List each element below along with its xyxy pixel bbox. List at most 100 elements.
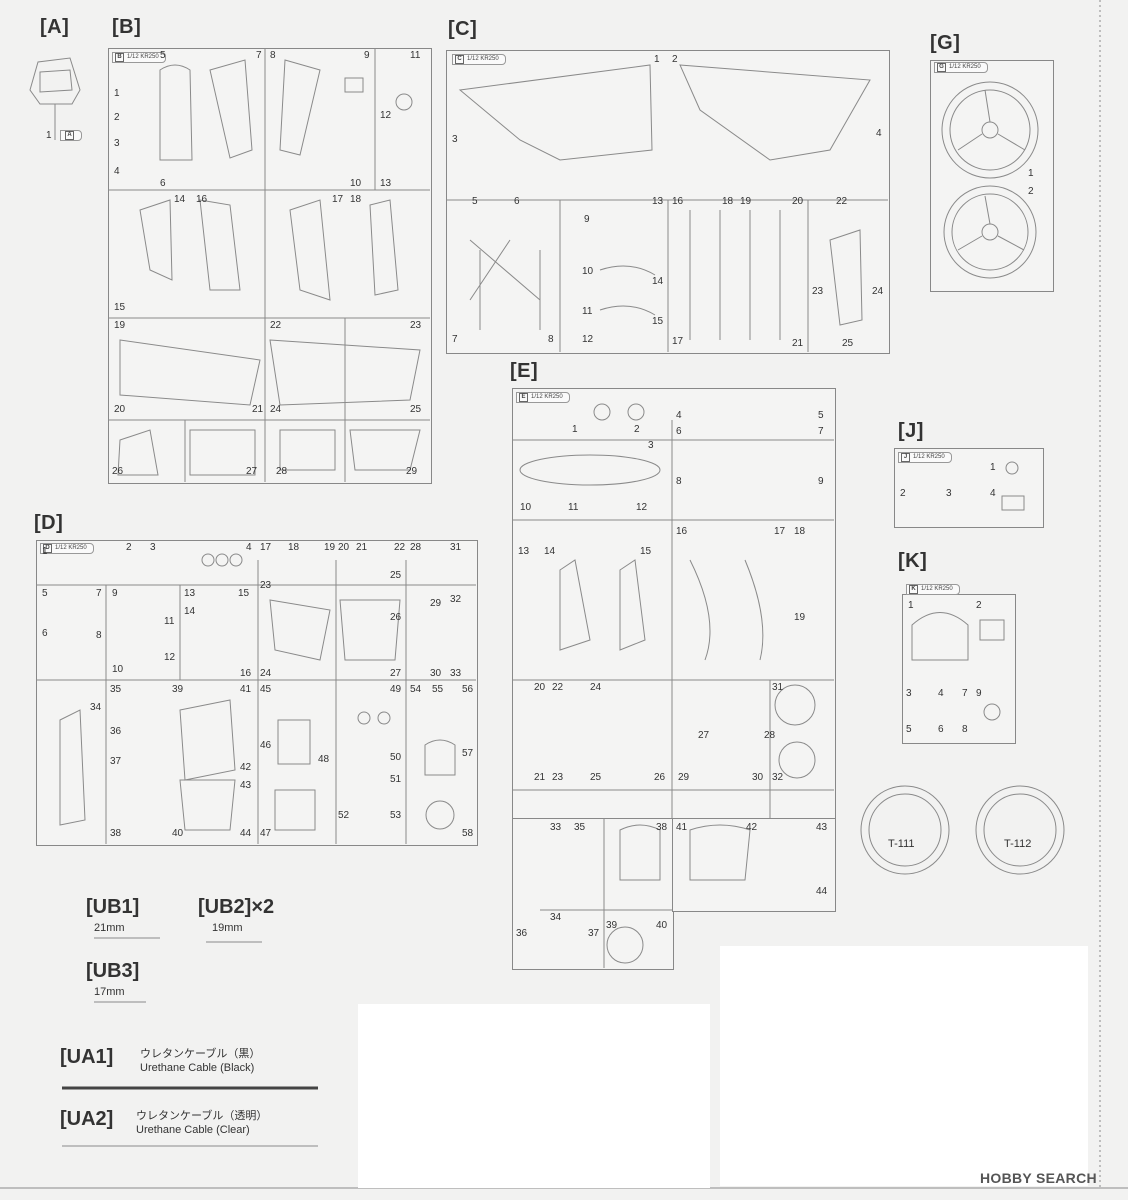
part-number: 39 (606, 920, 618, 931)
part-number: 9 (584, 214, 590, 225)
part-number: 24 (590, 682, 602, 693)
part-number: 44 (816, 886, 828, 897)
runner-d-header: [D] (34, 512, 64, 534)
part-number: 48 (318, 754, 330, 765)
part-number: 34 (90, 702, 102, 713)
part-number: 9 (818, 476, 824, 487)
part-number: 1 (572, 424, 578, 435)
part-number: 16 (676, 526, 688, 537)
part-number: 7 (962, 688, 968, 699)
part-number: 11 (410, 50, 421, 61)
part-number: 10 (112, 664, 124, 675)
part-number: 8 (962, 724, 968, 735)
part-number: 27 (246, 466, 258, 477)
part-number: 6 (42, 628, 48, 639)
part-number: 24 (872, 286, 884, 297)
part-number: 5 (42, 588, 48, 599)
part-number: 49 (390, 684, 402, 695)
part-number: 47 (260, 828, 272, 839)
part-number: 18 (350, 194, 362, 205)
part-number: 14 (544, 546, 556, 557)
part-number: 8 (548, 334, 554, 345)
runner-c-header: [C] (448, 18, 478, 40)
runner-k-frame (902, 594, 1016, 744)
part-number: 12 (164, 652, 176, 663)
part-number: 18 (722, 196, 734, 207)
part-number: 12 (636, 502, 648, 513)
part-number: 30 (430, 668, 442, 679)
part-number: 6 (160, 178, 166, 189)
cable-en: Urethane Cable (Black) (140, 1062, 255, 1074)
part-number: 4 (114, 166, 120, 177)
part-number: 41 (240, 684, 252, 695)
part-number: 25 (410, 404, 422, 415)
part-number: 22 (552, 682, 564, 693)
part-number: 15 (114, 302, 126, 313)
part-number: 29 (406, 466, 418, 477)
rubber-band-label: [UB1] (86, 896, 140, 918)
watermark: HOBBY SEARCH (980, 1170, 1097, 1186)
part-number: 24 (270, 404, 282, 415)
runner-b-frame (108, 48, 432, 484)
part-number: 43 (816, 822, 828, 833)
part-number: 55 (432, 684, 444, 695)
part-number: 16 (672, 196, 684, 207)
tire-label: T-111 (888, 838, 915, 850)
runner-b-header: [B] (112, 16, 142, 38)
part-number: 2 (126, 542, 132, 553)
part-number: 58 (462, 828, 474, 839)
part-number: 13 (380, 178, 392, 189)
part-number: 25 (842, 338, 854, 349)
part-number: 24 (260, 668, 272, 679)
part-number: 46 (260, 740, 272, 751)
part-number: 40 (172, 828, 184, 839)
part-number: 19 (740, 196, 752, 207)
part-number: 54 (410, 684, 422, 695)
part-number: 3 (150, 542, 156, 553)
part-number: 5 (160, 50, 166, 61)
part-number: 2 (672, 54, 678, 65)
part-number: 26 (112, 466, 124, 477)
part-number: 3 (114, 138, 120, 149)
part-number: 29 (678, 772, 690, 783)
part-number: 7 (256, 50, 262, 61)
part-number: 28 (764, 730, 776, 741)
part-number: 20 (534, 682, 546, 693)
cable-en: Urethane Cable (Clear) (136, 1124, 250, 1136)
part-number: 25 (390, 570, 402, 581)
part-number: 9 (976, 688, 982, 699)
rubber-band-length: 19mm (212, 922, 243, 934)
part-number: 52 (338, 810, 350, 821)
part-number: 17 (672, 336, 684, 347)
part-number: 38 (110, 828, 122, 839)
part-number: 19 (794, 612, 806, 623)
part-number: 6 (938, 724, 944, 735)
part-number: 36 (516, 928, 528, 939)
part-number: 17 (774, 526, 786, 537)
runner-d-frame (36, 540, 478, 846)
part-number: 35 (574, 822, 586, 833)
part-number: 5 (472, 196, 478, 207)
part-number: 23 (410, 320, 422, 331)
part-number: 21 (534, 772, 546, 783)
part-number: 23 (260, 580, 272, 591)
part-number: 19 (114, 320, 126, 331)
part-number: 18 (794, 526, 806, 537)
part-number: 11 (164, 616, 175, 627)
part-number: 12 (582, 334, 594, 345)
part-number: 4 (876, 128, 882, 139)
part-number: 7 (452, 334, 458, 345)
part-number: 6 (676, 426, 682, 437)
part-number: 15 (238, 588, 250, 599)
part-number: 9 (112, 588, 118, 599)
part-number: 38 (656, 822, 668, 833)
runner-e-frame-lower (512, 818, 674, 970)
part-number: 16 (196, 194, 208, 205)
rubber-band-length: 21mm (94, 922, 125, 934)
part-number: 28 (410, 542, 422, 553)
part-number: 57 (462, 748, 474, 759)
fairing-part-a1 (29, 57, 81, 140)
